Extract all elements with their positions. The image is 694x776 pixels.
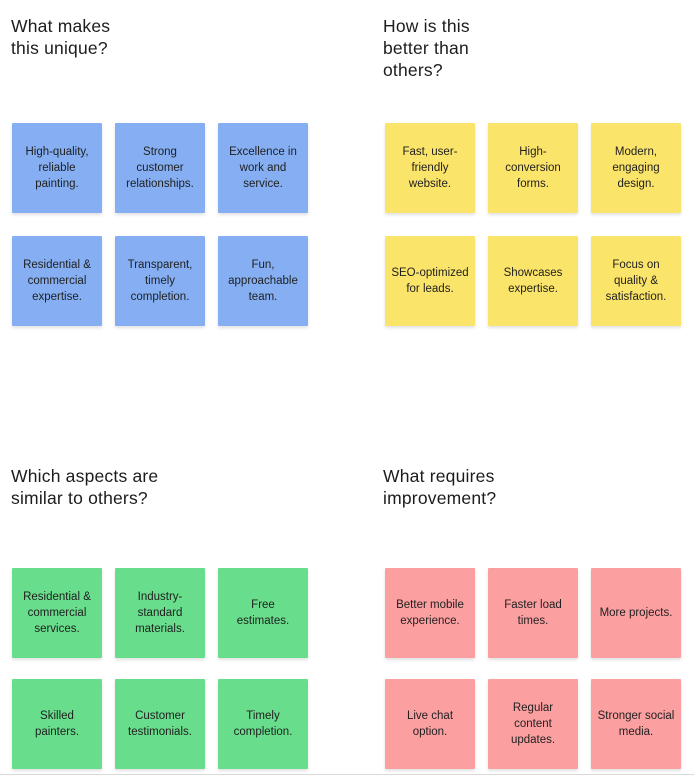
quadrant-title-better[interactable]: How is this better than others? (383, 15, 470, 81)
sticky-note[interactable]: More projects. (591, 568, 681, 658)
title-line: others? (383, 60, 443, 80)
sticky-note[interactable]: Focus on quality & satisfaction. (591, 236, 681, 326)
note-grid-unique: High-quality, reliable painting. Strong … (12, 123, 308, 326)
sticky-note[interactable]: Residential & commercial services. (12, 568, 102, 658)
title-line: Which aspects are (11, 466, 159, 486)
title-line: How is this (383, 16, 470, 36)
sticky-note[interactable]: Customer testimonials. (115, 679, 205, 769)
sticky-note[interactable]: Stronger social media. (591, 679, 681, 769)
title-line: What makes (11, 16, 111, 36)
sticky-note[interactable]: Industry-standard materials. (115, 568, 205, 658)
sticky-note[interactable]: SEO-optimized for leads. (385, 236, 475, 326)
sticky-note[interactable]: Better mobile experience. (385, 568, 475, 658)
sticky-note[interactable]: Regular content updates. (488, 679, 578, 769)
sticky-note[interactable]: Modern, engaging design. (591, 123, 681, 213)
sticky-note[interactable]: Timely completion. (218, 679, 308, 769)
window-bottom-edge (0, 774, 694, 775)
sticky-note[interactable]: Showcases expertise. (488, 236, 578, 326)
title-line: better than (383, 38, 469, 58)
note-grid-similar: Residential & commercial services. Indus… (12, 568, 308, 769)
quadrant-title-improvement[interactable]: What requires improvement? (383, 465, 496, 509)
title-line: What requires (383, 466, 495, 486)
note-grid-better: Fast, user-friendly website. High-conver… (385, 123, 681, 326)
title-line: improvement? (383, 488, 497, 508)
title-line: similar to others? (11, 488, 148, 508)
sticky-note[interactable]: High-conversion forms. (488, 123, 578, 213)
sticky-note[interactable]: Faster load times. (488, 568, 578, 658)
quadrant-title-unique[interactable]: What makes this unique? (11, 15, 110, 59)
note-grid-improvement: Better mobile experience. Faster load ti… (385, 568, 681, 769)
title-line: this unique? (11, 38, 108, 58)
sticky-note[interactable]: Strong customer relationships. (115, 123, 205, 213)
sticky-note[interactable]: Free estimates. (218, 568, 308, 658)
sticky-note[interactable]: High-quality, reliable painting. (12, 123, 102, 213)
quadrant-title-similar[interactable]: Which aspects are similar to others? (11, 465, 158, 509)
sticky-note[interactable]: Transparent, timely completion. (115, 236, 205, 326)
sticky-note[interactable]: Fun, approachable team. (218, 236, 308, 326)
sticky-note[interactable]: Skilled painters. (12, 679, 102, 769)
sticky-note[interactable]: Live chat option. (385, 679, 475, 769)
sticky-note[interactable]: Fast, user-friendly website. (385, 123, 475, 213)
sticky-note[interactable]: Residential & commercial expertise. (12, 236, 102, 326)
sticky-note[interactable]: Excellence in work and service. (218, 123, 308, 213)
